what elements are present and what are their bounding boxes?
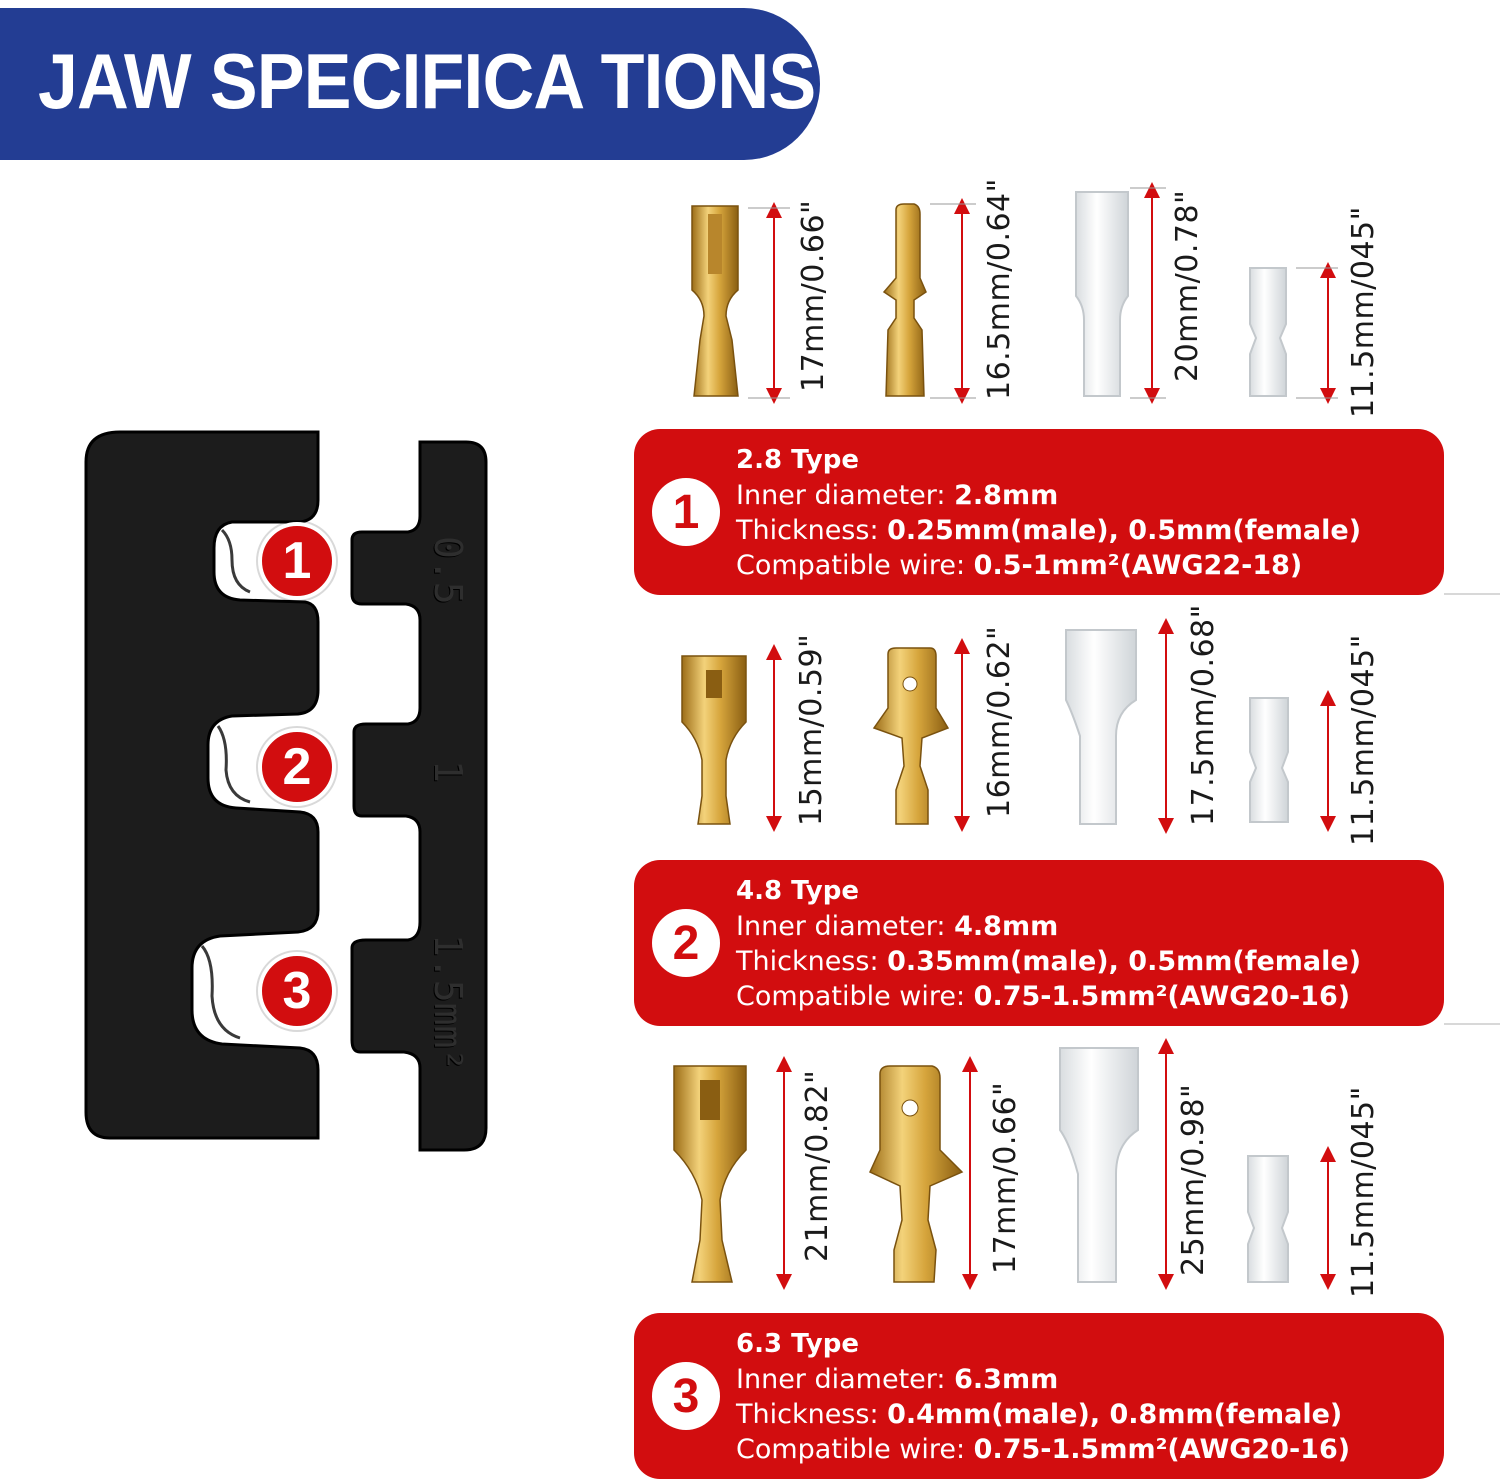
inner-diameter-label: Inner diameter: [736, 1364, 946, 1395]
thickness-label: Thickness: [736, 946, 879, 977]
inner-diameter-label: Inner diameter: [736, 480, 946, 511]
dimension-ticks [748, 187, 1338, 399]
row1-small-sleeve-length: 11.5mm/045" [1346, 206, 1381, 418]
row2-sleeve-length: 17.5mm/0.68" [1186, 604, 1221, 826]
jaw-right-die [350, 440, 488, 1152]
row2-male-terminal [872, 647, 950, 825]
inner-diameter-value: 6.3mm [954, 1364, 1059, 1395]
row2-female-terminal [681, 655, 747, 825]
page-title: JAW SPECIFICA TIONS [38, 37, 816, 125]
spec-card-number: 1 [652, 478, 720, 546]
row1-insulator-sleeve [1075, 191, 1129, 397]
row1-small-sleeve [1249, 267, 1287, 397]
crimp-jaw-illustration: 0.5 1 1.5mm² 1 2 3 [0, 0, 620, 1483]
row1-male-length: 16.5mm/0.64" [982, 178, 1017, 400]
inner-diameter-value: 2.8mm [954, 480, 1059, 511]
spec-card-4-8-type: 2 4.8 Type Inner diameter: 4.8mm Thickne… [634, 860, 1444, 1026]
row1-sleeve-length: 20mm/0.78" [1170, 189, 1205, 382]
row3-small-sleeve-length: 11.5mm/045" [1346, 1086, 1381, 1298]
row2-female-length: 15mm/0.59" [794, 633, 829, 826]
row3-male-terminal [869, 1065, 964, 1283]
cavity-number-1: 1 [258, 522, 336, 600]
row3-male-length: 17mm/0.66" [988, 1081, 1023, 1274]
row2-male-length: 16mm/0.62" [982, 625, 1017, 818]
row2-small-sleeve-length: 11.5mm/045" [1346, 634, 1381, 846]
row3-female-terminal [673, 1065, 747, 1283]
inner-diameter-value: 4.8mm [954, 911, 1059, 942]
row1-female-terminal [691, 205, 739, 397]
spec-card-2-8-type: 1 2.8 Type Inner diameter: 2.8mm Thickne… [634, 429, 1444, 595]
jaw-left-die [84, 430, 320, 1140]
row3-small-sleeve [1247, 1155, 1289, 1283]
thickness-label: Thickness: [736, 1399, 879, 1430]
row3-sleeve-length: 25mm/0.98" [1176, 1083, 1211, 1276]
row3-insulator-sleeve [1059, 1047, 1139, 1283]
cavity-number-3: 3 [258, 952, 336, 1030]
spec-card-6-3-type: 3 6.3 Type Inner diameter: 6.3mm Thickne… [634, 1313, 1444, 1479]
jaw-shape [84, 430, 488, 1152]
thickness-value: 0.35mm(male), 0.5mm(female) [887, 946, 1362, 977]
row2-small-sleeve [1249, 697, 1289, 823]
thickness-value: 0.4mm(male), 0.8mm(female) [887, 1399, 1343, 1430]
spec-card-number: 2 [652, 909, 720, 977]
spec-card-number: 3 [652, 1362, 720, 1430]
thickness-label: Thickness: [736, 515, 879, 546]
row2-insulator-sleeve [1065, 629, 1137, 825]
row3-female-length: 21mm/0.82" [800, 1069, 835, 1262]
inner-diameter-label: Inner diameter: [736, 911, 946, 942]
divider-line [1444, 593, 1500, 595]
compatible-wire-label: Compatible wire: [736, 981, 966, 1012]
compatible-wire-label: Compatible wire: [736, 550, 966, 581]
spec-card-title: 4.8 Type [736, 876, 859, 906]
spec-card-title: 6.3 Type [736, 1329, 859, 1359]
spec-card-title: 2.8 Type [736, 445, 859, 475]
thickness-value: 0.25mm(male), 0.5mm(female) [887, 515, 1362, 546]
row1-male-terminal [882, 203, 927, 397]
dimension-arrows [766, 182, 1336, 1290]
cavity-number-2: 2 [258, 728, 336, 806]
compatible-wire-value: 0.5-1mm²(AWG22-18) [973, 550, 1303, 581]
divider-line [1444, 1023, 1500, 1025]
compatible-wire-value: 0.75-1.5mm²(AWG20-16) [973, 1434, 1351, 1465]
title-banner: JAW SPECIFICA TIONS [0, 8, 820, 160]
row1-female-length: 17mm/0.66" [796, 199, 831, 392]
compatible-wire-label: Compatible wire: [736, 1434, 966, 1465]
compatible-wire-value: 0.75-1.5mm²(AWG20-16) [973, 981, 1351, 1012]
